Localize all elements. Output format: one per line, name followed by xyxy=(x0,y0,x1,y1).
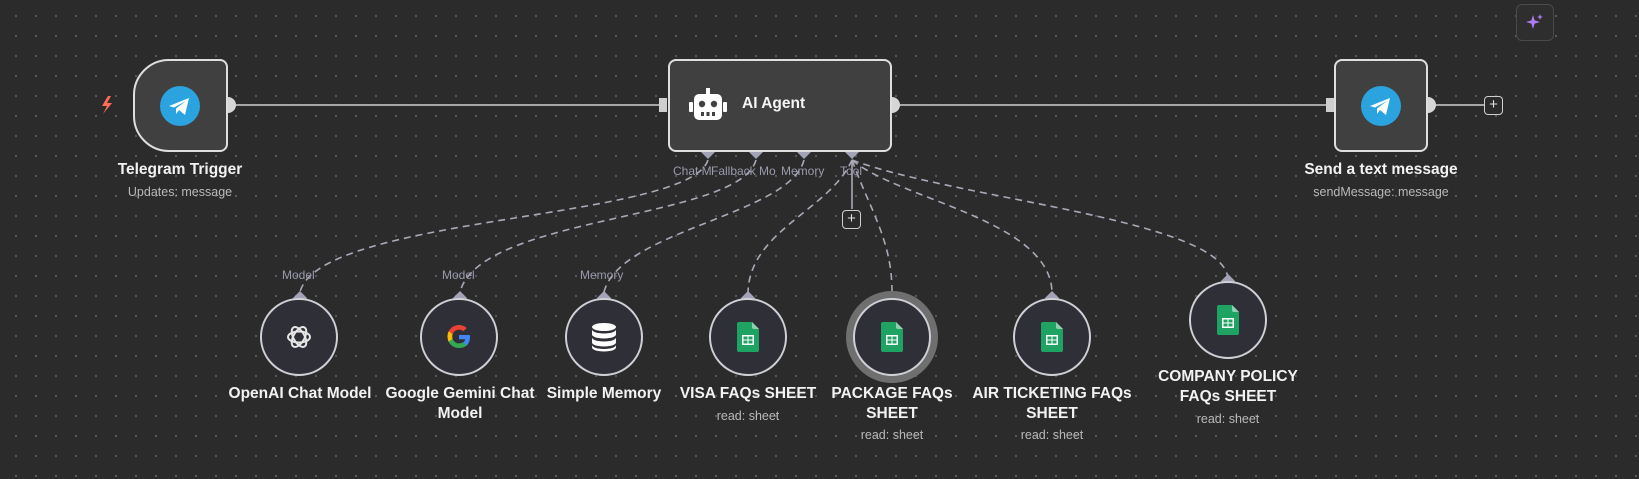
google-gemini-title: Google Gemini Chat Model xyxy=(385,385,535,422)
air-ticketing-faqs-subtitle: read: sheet xyxy=(1020,428,1084,442)
connection-chat-model-openai[interactable] xyxy=(299,159,709,293)
simple-memory-title: Simple Memory xyxy=(546,385,662,402)
openai-chat-model-title: OpenAI Chat Model xyxy=(228,385,372,402)
connection-tool-visa[interactable] xyxy=(747,159,853,293)
telegram-trigger-node[interactable] xyxy=(133,59,228,152)
add-tool-button[interactable]: + xyxy=(842,210,861,229)
sparkle-icon xyxy=(1526,13,1543,29)
ai-assistant-button[interactable] xyxy=(1516,4,1554,41)
ai-agent-title: AI Agent xyxy=(742,95,806,112)
google-sheets-icon xyxy=(881,322,903,352)
telegram-icon xyxy=(1361,86,1401,126)
memory-port-label: Memory xyxy=(781,164,825,178)
google-icon xyxy=(447,325,470,348)
package-faqs-sheet-node[interactable] xyxy=(853,298,931,376)
visa-faqs-title: VISA FAQs SHEET xyxy=(679,385,817,402)
connection-tool-air[interactable] xyxy=(851,159,1053,293)
trigger-bolt-icon xyxy=(102,96,112,114)
fallback-model-port-label: Fallback Mo xyxy=(711,164,776,178)
connection-tool-company[interactable] xyxy=(851,159,1229,281)
chat-model-port-label: Chat M xyxy=(673,164,712,178)
add-next-node-button[interactable]: + xyxy=(1484,96,1503,115)
visa-faqs-subtitle: read: sheet xyxy=(716,409,780,423)
telegram-icon xyxy=(160,86,200,126)
tool-port-label: Tool xyxy=(840,164,863,178)
connection-memory-simple[interactable] xyxy=(603,159,805,293)
package-faqs-title: PACKAGE FAQs SHEET xyxy=(831,385,953,422)
google-sheets-icon xyxy=(1217,305,1239,335)
ai-agent-node[interactable]: AI Agent xyxy=(668,59,892,152)
google-sheets-icon xyxy=(1041,322,1063,352)
openai-port-label: Model xyxy=(282,268,315,282)
send-message-title: Send a text message xyxy=(1304,161,1458,178)
database-icon xyxy=(592,323,616,352)
openai-chat-model-node[interactable] xyxy=(260,298,338,376)
package-faqs-subtitle: read: sheet xyxy=(860,428,924,442)
company-policy-faqs-subtitle: read: sheet xyxy=(1196,412,1260,426)
connection-fallback-gemini[interactable] xyxy=(459,159,757,293)
agent-input-port[interactable] xyxy=(659,98,667,112)
visa-faqs-sheet-node[interactable] xyxy=(709,298,787,376)
google-sheets-icon xyxy=(737,322,759,352)
send-message-subtitle: sendMessage: message xyxy=(1313,185,1449,199)
company-policy-faqs-sheet-node[interactable] xyxy=(1189,281,1267,359)
connection-tool-package[interactable] xyxy=(851,159,893,293)
openai-icon xyxy=(287,326,311,348)
google-gemini-chat-model-node[interactable] xyxy=(420,298,498,376)
simple-memory-node[interactable] xyxy=(565,298,643,376)
send-input-port[interactable] xyxy=(1326,98,1334,112)
memory-sub-port-label: Memory xyxy=(580,268,624,282)
company-policy-faqs-title: COMPANY POLICY FAQs SHEET xyxy=(1158,368,1298,405)
air-ticketing-faqs-title: AIR TICKETING FAQs SHEET xyxy=(972,385,1132,422)
robot-icon xyxy=(689,88,727,120)
telegram-trigger-subtitle: Updates: message xyxy=(127,185,233,199)
send-text-message-node[interactable] xyxy=(1334,59,1428,152)
telegram-trigger-title: Telegram Trigger xyxy=(117,161,243,178)
air-ticketing-faqs-sheet-node[interactable] xyxy=(1013,298,1091,376)
gemini-port-label: Model xyxy=(442,268,475,282)
